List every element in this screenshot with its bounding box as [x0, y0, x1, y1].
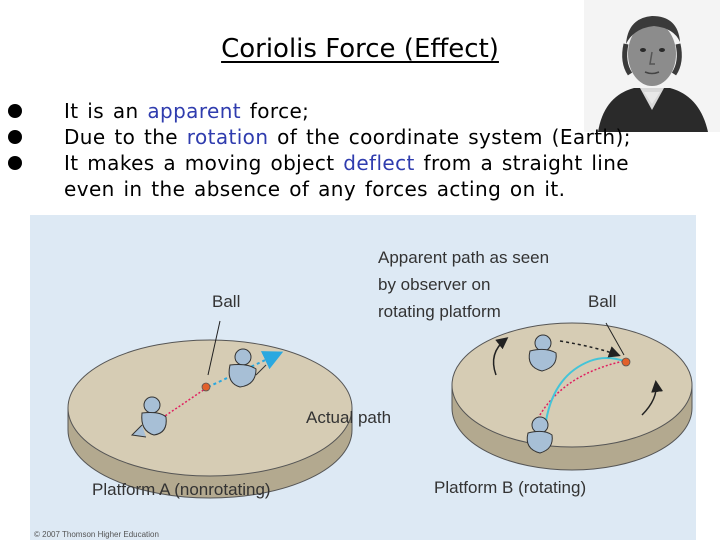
bullet-item: Due to the rotation of the coordinate sy… [8, 124, 698, 150]
platform-a [67, 320, 353, 499]
portrait-photo [584, 0, 720, 132]
bullet-continuation: even in the absence of any forces acting… [64, 177, 566, 201]
platform-b [451, 322, 693, 471]
observer-figure-icon [526, 416, 553, 454]
label-apparent-path-3: rotating platform [378, 302, 501, 321]
coriolis-figure: Apparent path as seen by observer on rot… [30, 215, 696, 540]
bullet-item: It is an apparent force; [8, 98, 698, 124]
observer-figure-icon [228, 348, 267, 388]
label-platform-b: Platform B (rotating) [434, 478, 586, 497]
label-ball-a: Ball [212, 292, 240, 311]
observer-figure-icon [528, 334, 557, 372]
bullet-list: It is an apparent force; Due to the rota… [8, 98, 698, 202]
figure-credit: © 2007 Thomson Higher Education [34, 530, 159, 539]
bullet-item: It makes a moving object deflect from a … [8, 150, 698, 176]
bullet-dot-icon [8, 156, 22, 170]
label-apparent-path-1: Apparent path as seen [378, 248, 549, 267]
label-ball-b: Ball [588, 292, 616, 311]
bullet-dot-icon [8, 104, 22, 118]
bullet-dot-icon [8, 130, 22, 144]
label-apparent-path-2: by observer on [378, 275, 490, 294]
slide-title: Coriolis Force (Effect) [221, 34, 499, 64]
observer-figure-icon [130, 396, 167, 438]
label-actual-path: Actual path [306, 408, 391, 427]
label-platform-a: Platform A (nonrotating) [92, 480, 271, 499]
